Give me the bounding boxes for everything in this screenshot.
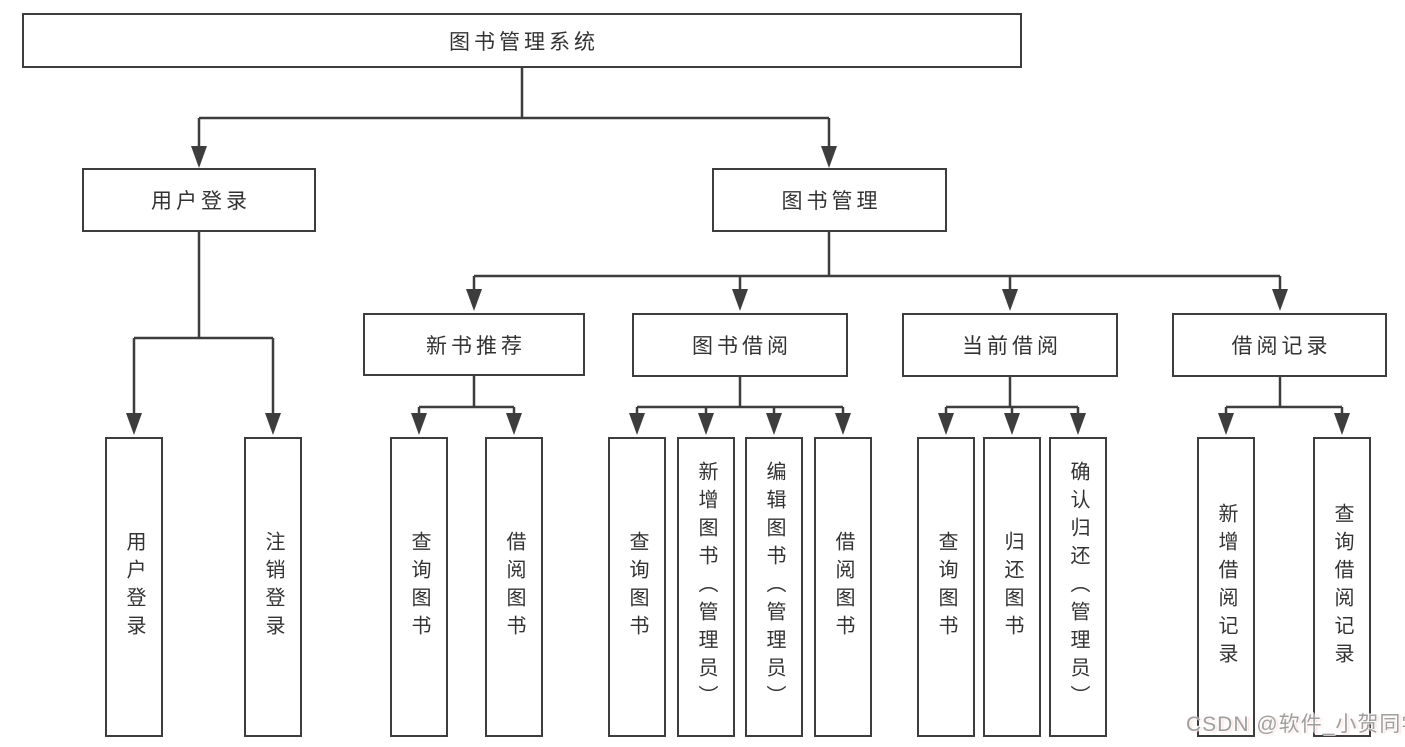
node-leaf-add-book-admin: 新增图书（管理员） <box>677 437 735 737</box>
node-label: 查询图书 <box>408 531 430 643</box>
node-label: 借阅图书 <box>832 531 854 643</box>
node-label: 注销登录 <box>262 531 284 643</box>
node-leaf-query-books-current: 查询图书 <box>917 437 975 737</box>
node-leaf-return-book: 归还图书 <box>983 437 1041 737</box>
node-label: 当前借阅 <box>962 335 1062 358</box>
node-label: 新增借阅记录 <box>1215 503 1237 671</box>
node-label: 查询图书 <box>626 531 648 643</box>
node-label: 图书借阅 <box>692 335 792 358</box>
node-leaf-borrow-books-borrow: 借阅图书 <box>814 437 872 737</box>
node-book-borrow: 图书借阅 <box>632 313 848 377</box>
node-label: 用户登录 <box>151 190 251 213</box>
node-label: 借阅记录 <box>1231 335 1332 358</box>
node-leaf-borrow-books-recommend: 借阅图书 <box>485 437 543 737</box>
node-label: 图书管理系统 <box>449 30 599 54</box>
node-label: 查询图书 <box>935 531 957 643</box>
node-leaf-logout: 注销登录 <box>244 437 302 737</box>
node-label: 新书推荐 <box>426 334 526 358</box>
node-user-login: 用户登录 <box>82 168 316 232</box>
node-label: 借阅图书 <box>503 531 525 643</box>
node-new-book-recommend: 新书推荐 <box>363 313 585 376</box>
node-current-borrow: 当前借阅 <box>902 313 1118 377</box>
node-book-management: 图书管理 <box>712 168 947 232</box>
node-label: 图书管理 <box>781 190 882 213</box>
node-leaf-edit-book-admin: 编辑图书（管理员） <box>745 437 803 737</box>
node-leaf-query-books-recommend: 查询图书 <box>390 437 448 737</box>
node-leaf-add-borrow-record: 新增借阅记录 <box>1197 437 1255 737</box>
csdn-watermark: CSDN @软件_小贺同学 <box>1186 713 1405 736</box>
node-root-system: 图书管理系统 <box>22 13 1022 68</box>
node-leaf-query-books-borrow: 查询图书 <box>608 437 666 737</box>
node-leaf-query-borrow-record: 查询借阅记录 <box>1313 437 1371 737</box>
node-leaf-confirm-return-admin: 确认归还（管理员） <box>1049 437 1107 737</box>
node-leaf-user-login: 用户登录 <box>105 437 163 737</box>
node-label: 确认归还（管理员） <box>1067 461 1089 713</box>
node-label: 归还图书 <box>1001 531 1023 643</box>
node-label: 查询借阅记录 <box>1331 503 1353 671</box>
node-label: 用户登录 <box>123 531 145 643</box>
connector-path <box>132 68 1344 416</box>
node-borrow-records: 借阅记录 <box>1172 313 1387 377</box>
node-label: 新增图书（管理员） <box>695 461 717 713</box>
node-label: 编辑图书（管理员） <box>763 461 785 713</box>
